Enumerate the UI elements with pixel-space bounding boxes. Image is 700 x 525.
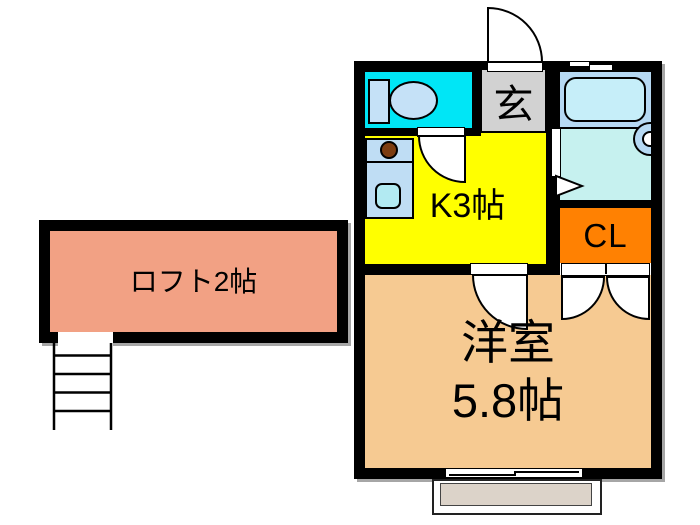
main-room-size: 5.8帖 <box>451 374 565 427</box>
loft-label-text: ロフト2帖 <box>129 266 258 297</box>
loft-wall-gap <box>58 332 113 348</box>
balcony-step-icon <box>440 483 592 506</box>
loft-box <box>39 220 348 343</box>
genkan-label: 玄 <box>480 68 547 133</box>
closet-label-text: CL <box>583 216 628 254</box>
ladder-icon <box>52 343 113 430</box>
window-pane-tick <box>514 471 516 476</box>
counter-divider <box>365 161 414 163</box>
sliding-window-icon-2 <box>589 64 613 71</box>
entry-door-swing-icon <box>487 6 544 63</box>
toilet-icon <box>389 81 438 120</box>
wall-toilet-genkan <box>472 61 481 136</box>
window-pane-line-left <box>449 474 515 476</box>
wall-bath-closet <box>560 200 651 208</box>
kitchen-door <box>470 263 528 275</box>
kitchen-sink-icon <box>375 183 401 209</box>
kitchen-label: K3帖 <box>400 184 535 225</box>
main-room-label: 洋室 5.8帖 <box>365 314 651 430</box>
closet-double-door-icon <box>561 263 650 276</box>
toilet-tank <box>368 79 390 124</box>
loft-label: ロフト2帖 <box>39 220 348 340</box>
main-room-name: 洋室 <box>461 316 555 369</box>
closet-label: CL <box>560 208 651 263</box>
genkan-label-text: 玄 <box>493 82 534 127</box>
kitchen-label-text: K3帖 <box>429 186 506 225</box>
toilet-door <box>417 127 465 137</box>
bathtub-icon <box>564 77 646 122</box>
washbasin-bowl <box>642 131 651 147</box>
window-pane-line-right <box>515 471 579 473</box>
room-closet <box>560 208 651 263</box>
sliding-window-icon <box>569 61 590 67</box>
bathroom-door <box>551 128 561 177</box>
wall-kitchen-main <box>365 264 560 275</box>
closet-door-divider <box>605 264 607 274</box>
stove-burner-icon <box>380 141 398 159</box>
